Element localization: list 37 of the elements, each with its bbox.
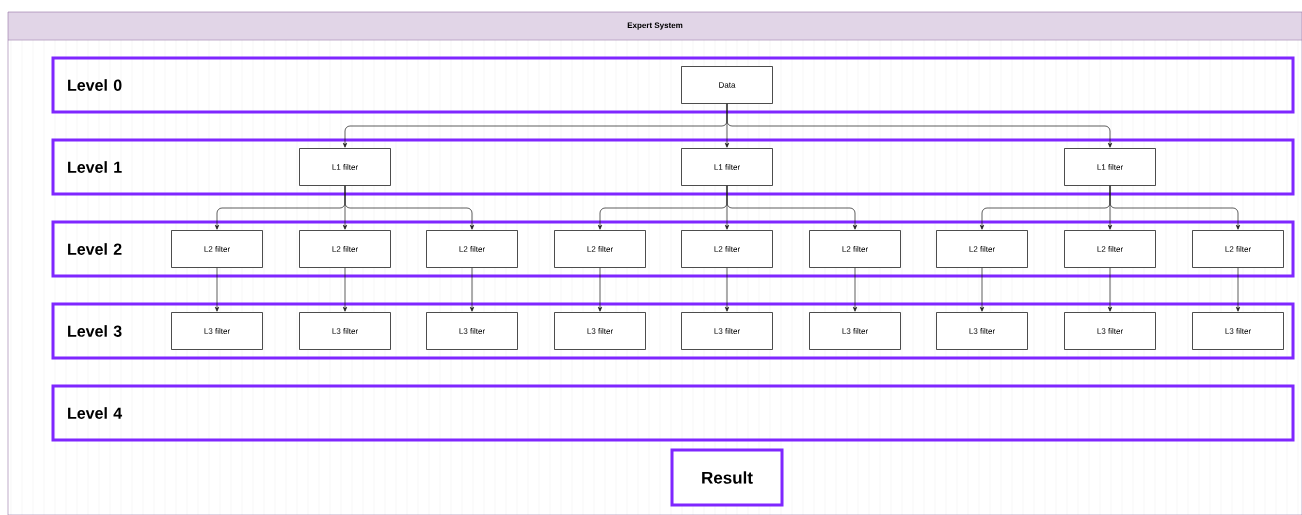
- arrow: [724, 267, 730, 312]
- arrow: [852, 267, 858, 312]
- process-box: L3 filter: [681, 312, 773, 350]
- process-box: L2 filter: [554, 230, 646, 268]
- arrow: [469, 267, 475, 312]
- process-box: L1 filter: [299, 148, 391, 186]
- process-box: L3 filter: [809, 312, 901, 350]
- result-box: Result: [670, 448, 784, 507]
- arrow: [726, 185, 858, 230]
- process-box: L3 filter: [299, 312, 391, 350]
- process-box: L2 filter: [809, 230, 901, 268]
- arrow: [1109, 185, 1241, 230]
- process-box: L2 filter: [681, 230, 773, 268]
- arrow: [214, 267, 220, 312]
- arrow: [1235, 267, 1241, 312]
- process-box: L1 filter: [681, 148, 773, 186]
- process-box: L2 filter: [171, 230, 263, 268]
- process-box: L3 filter: [1064, 312, 1156, 350]
- process-box: L2 filter: [1064, 230, 1156, 268]
- process-box: L2 filter: [299, 230, 391, 268]
- arrow: [726, 103, 1113, 148]
- process-box: Data: [681, 66, 773, 104]
- process-box: L2 filter: [426, 230, 518, 268]
- process-box: L1 filter: [1064, 148, 1156, 186]
- process-box: L3 filter: [1192, 312, 1284, 350]
- process-box: L3 filter: [426, 312, 518, 350]
- arrow: [597, 267, 603, 312]
- arrow: [979, 267, 985, 312]
- arrow: [344, 185, 475, 230]
- process-box: L2 filter: [936, 230, 1028, 268]
- arrow: [342, 267, 348, 312]
- process-box: L2 filter: [1192, 230, 1284, 268]
- level-band: Level 4: [51, 384, 1295, 442]
- process-box: L3 filter: [936, 312, 1028, 350]
- process-box: L3 filter: [171, 312, 263, 350]
- arrow: [1107, 267, 1113, 312]
- process-box: L3 filter: [554, 312, 646, 350]
